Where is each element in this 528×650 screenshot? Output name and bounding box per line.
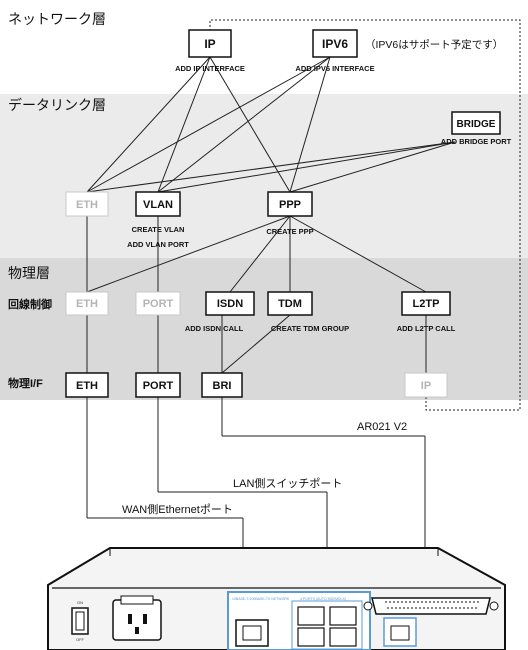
isdn-box-label: ISDN	[217, 298, 243, 310]
port-line-control-box	[135, 291, 181, 316]
tdm-box-label: TDM	[278, 298, 302, 310]
ipv6-box-label: IPV6	[322, 37, 348, 51]
eth-if-box	[65, 372, 109, 398]
ipv6-support-note: （IPV6はサポート予定です）	[365, 38, 503, 51]
vlan-box-label: VLAN	[143, 199, 173, 211]
add-ipv6-interface-command: ADD IPV6 INTERFACE	[295, 64, 374, 73]
add-l2tp-call-command: ADD L2TP CALL	[397, 324, 456, 333]
svg-text:ON: ON	[77, 600, 83, 605]
eth-line-control-box	[65, 291, 109, 316]
ppp-box	[267, 191, 313, 217]
add-vlan-port-command: ADD VLAN PORT	[127, 240, 189, 249]
network-layer-band	[0, 0, 528, 94]
power-switch: ON OFF	[71, 600, 89, 642]
l2tp-box-label: L2TP	[413, 298, 440, 310]
ip-grey-box	[404, 372, 448, 398]
eth-if-box-label: ETH	[76, 380, 98, 392]
ipv6-box	[312, 29, 358, 58]
router-device: ON OFF 10BASE-T/100BASE-TX NETWORK 4 POR…	[47, 547, 506, 650]
network-layer-title: ネットワーク層	[8, 11, 106, 27]
physical-if-label: 物理I/F	[8, 376, 43, 390]
vlan-box	[135, 191, 181, 217]
ppp-box-label: PPP	[279, 199, 301, 211]
eth-datalink-box-label: ETH	[76, 199, 98, 211]
connector-lines	[86, 56, 456, 606]
add-ip-interface-command: ADD IP INTERFACE	[175, 64, 245, 73]
port-if-box-label: PORT	[143, 380, 174, 392]
dotted-path	[209, 19, 521, 411]
create-vlan-command: CREATE VLAN	[132, 225, 185, 234]
add-bridge-port-command: ADD BRIDGE PORT	[441, 137, 512, 146]
model-label: AR021 V2	[357, 421, 407, 433]
ip-box	[188, 29, 232, 58]
port-panel-caption: 10BASE-T/100BASE-TX NETWORK	[232, 597, 290, 601]
bri-box-label: BRI	[213, 380, 232, 392]
ip-grey-box-label: IP	[421, 380, 431, 392]
eth-line-control-box-label: ETH	[76, 298, 98, 310]
bri-connector	[363, 597, 499, 615]
lan-switch-label: LAN側スイッチポート	[233, 477, 342, 490]
port-if-box	[135, 372, 181, 398]
wan-ethernet-label: WAN側Ethernetポート	[122, 503, 233, 516]
port-line-control-box-label: PORT	[143, 298, 174, 310]
bri-box	[201, 372, 243, 398]
l2tp-box	[401, 291, 451, 316]
datalink-layer-title: データリンク層	[8, 97, 106, 113]
port-panel-caption-2: 4 PORTS (AUTO MDI/MDI-X)	[300, 597, 346, 601]
lan-port-icons	[297, 606, 357, 647]
tdm-box	[267, 291, 313, 316]
physical-layer-title: 物理層	[8, 265, 50, 281]
console-port-icon	[383, 617, 417, 647]
add-isdn-call-command: ADD ISDN CALL	[185, 324, 244, 333]
power-inlet	[112, 595, 162, 641]
create-tdm-group-command: CREATE TDM GROUP	[271, 324, 349, 333]
ip-box-label: IP	[204, 37, 215, 51]
isdn-box	[205, 291, 255, 316]
create-ppp-command: CREATE PPP	[266, 227, 313, 236]
svg-text:OFF: OFF	[76, 637, 85, 642]
line-control-label: 回線制御	[8, 297, 52, 311]
bridge-box	[451, 111, 501, 135]
bridge-box-label: BRIDGE	[457, 119, 496, 130]
eth-datalink-box	[65, 191, 109, 217]
datalink-layer-band	[0, 94, 528, 258]
wan-port-icon	[235, 619, 269, 647]
